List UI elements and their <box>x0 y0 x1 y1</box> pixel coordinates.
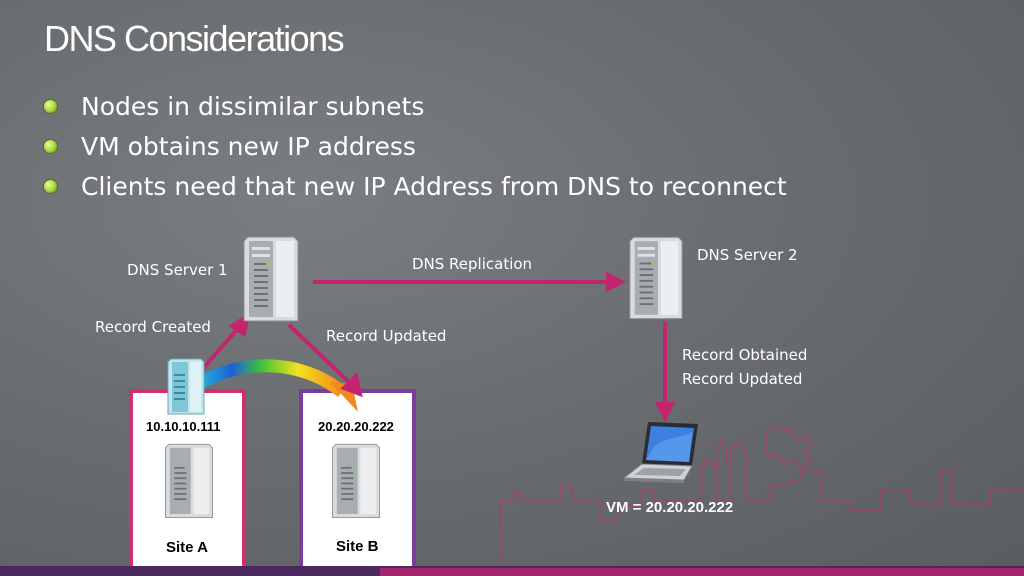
bullet-dot-icon <box>44 139 57 153</box>
bullet-list: Nodes in dissimilar subnets VM obtains n… <box>44 86 787 206</box>
record-updated-arrow-head <box>340 372 363 398</box>
bullet-item: Nodes in dissimilar subnets <box>44 86 787 126</box>
laptop-icon <box>622 422 698 483</box>
dns-replication-arrow-head <box>606 271 627 293</box>
server-icon <box>332 443 380 518</box>
record-updated-arrow <box>287 323 354 387</box>
dns-server-2-label: DNS Server 2 <box>697 246 798 264</box>
record-obtained-arrow-head <box>654 402 676 423</box>
site-b-ip: 20.20.20.222 <box>318 419 394 434</box>
record-updated-label: Record Updated <box>326 327 447 345</box>
dns-server-1-label: DNS Server 1 <box>127 261 228 279</box>
bullet-dot-icon <box>44 99 57 113</box>
vm-ip-label: VM = 20.20.20.222 <box>606 499 734 516</box>
record-created-label: Record Created <box>95 318 211 336</box>
server-icon <box>243 236 299 322</box>
record-created-arrow <box>198 325 241 374</box>
bullet-item: Clients need that new IP Address from DN… <box>44 166 787 206</box>
server-icon <box>629 236 683 320</box>
vm-server-icon <box>167 358 205 415</box>
bullet-dot-icon <box>44 179 57 193</box>
bullet-item: VM obtains new IP address <box>44 126 787 166</box>
server-icon <box>165 443 213 518</box>
page-title: DNS Considerations <box>44 18 345 59</box>
dns-replication-label: DNS Replication <box>412 255 533 273</box>
failover-arc <box>191 359 347 398</box>
site-a-label: Site A <box>166 539 208 556</box>
record-updated-2-label: Record Updated <box>682 370 803 388</box>
site-b-label: Site B <box>336 538 379 555</box>
record-obtained-label: Record Obtained <box>682 346 808 364</box>
site-a-ip: 10.10.10.111 <box>146 419 221 434</box>
